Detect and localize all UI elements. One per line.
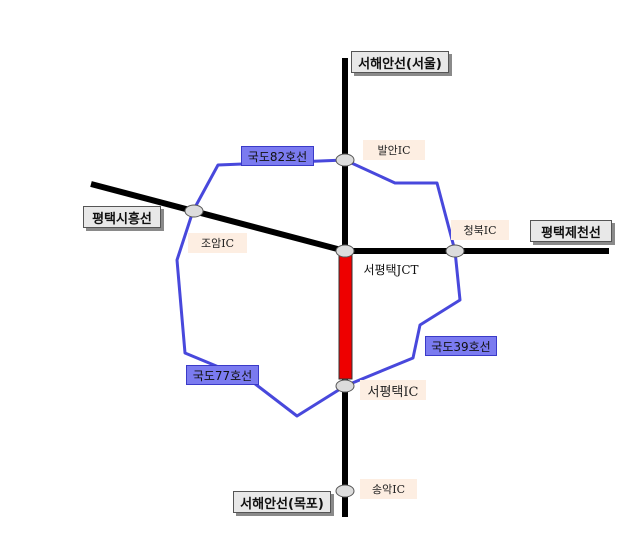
node-songak-ic[interactable] bbox=[335, 484, 355, 498]
label-pyeongtaek-jecheon: 평택제천선 bbox=[530, 220, 612, 242]
label-joam-ic: 조암IC bbox=[188, 233, 247, 253]
label-seopyeongtaek-jct: 서평택JCT bbox=[363, 262, 419, 277]
label-songak-ic: 송악IC bbox=[360, 479, 417, 499]
label-pyeongtaek-siheung: 평택시흥선 bbox=[83, 206, 161, 228]
pyeongtaek-siheung-expressway-line bbox=[90, 181, 346, 254]
label-route-82: 국도82호선 bbox=[241, 146, 314, 166]
label-seopyeongtaek-ic: 서평택IC bbox=[360, 380, 426, 400]
label-cheongbuk-ic: 청북IC bbox=[451, 220, 509, 240]
label-baran-ic: 발안IC bbox=[363, 140, 425, 160]
label-route-39: 국도39호선 bbox=[425, 336, 497, 356]
label-route-77: 국도77호선 bbox=[186, 365, 259, 385]
node-cheongbuk-ic[interactable] bbox=[445, 244, 465, 258]
label-seohaean-seoul: 서해안선(서울) bbox=[351, 51, 449, 73]
node-baran-ic[interactable] bbox=[335, 153, 355, 167]
node-joam-ic[interactable] bbox=[184, 204, 204, 218]
label-seohaean-mokpo: 서해안선(목포) bbox=[233, 491, 331, 513]
node-seopyeongtaek-ic[interactable] bbox=[335, 379, 355, 393]
highlighted-segment bbox=[338, 253, 353, 380]
node-seopyeongtaek-jct[interactable] bbox=[335, 244, 355, 258]
